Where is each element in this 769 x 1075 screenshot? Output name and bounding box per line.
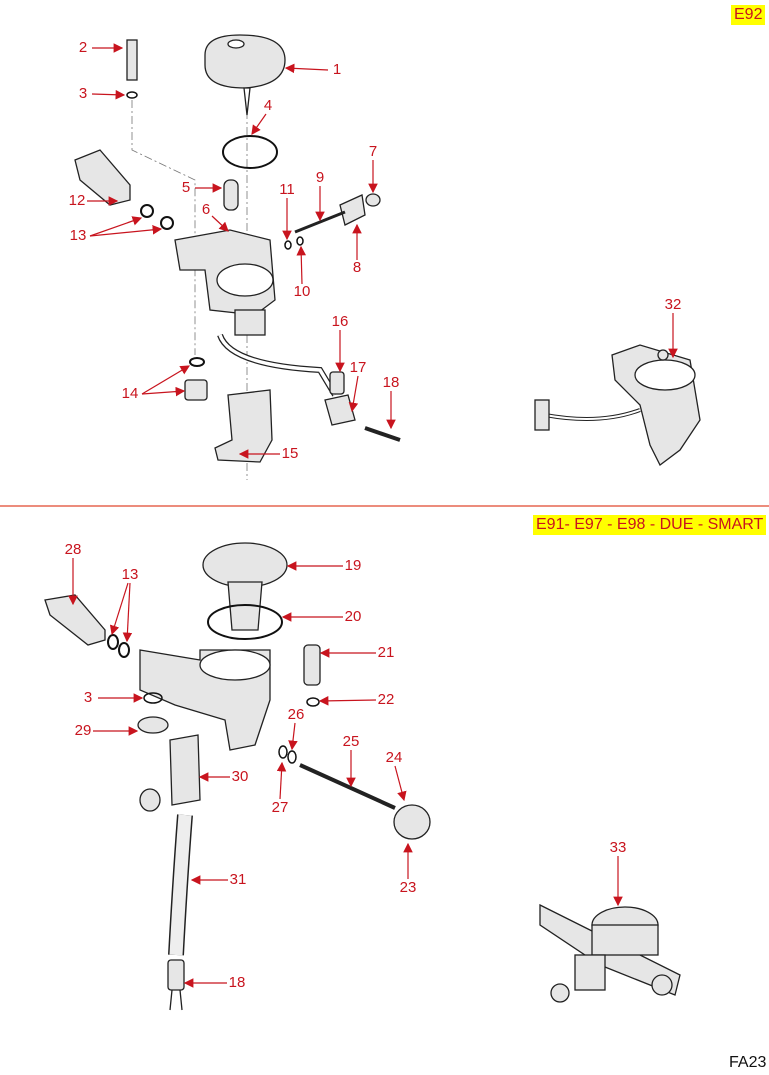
svg-text:25: 25 [343,733,360,750]
callout-8: 8 [352,223,362,276]
svg-text:13: 13 [122,566,139,583]
svg-text:17: 17 [350,359,367,376]
svg-text:5: 5 [182,179,190,196]
svg-text:14: 14 [122,385,139,402]
callout-16: 16 [332,313,349,373]
callout-14: 14 [122,365,191,402]
svg-text:15: 15 [282,445,299,462]
svg-text:23: 23 [400,879,417,896]
callout-3-bottom: 3 [84,689,144,706]
svg-text:32: 32 [665,296,682,313]
svg-text:19: 19 [345,557,362,574]
svg-text:6: 6 [202,201,210,218]
model-tag-e91-group: E91- E97 - E98 - DUE - SMART [533,515,767,535]
callout-26: 26 [288,706,305,751]
callout-31: 31 [190,871,247,888]
svg-text:18: 18 [229,974,246,991]
callout-17: 17 [348,359,367,413]
svg-text:13: 13 [70,227,87,244]
callout-15: 15 [238,445,299,462]
svg-text:22: 22 [378,691,395,708]
svg-text:11: 11 [279,181,295,198]
svg-text:30: 30 [232,768,249,785]
callout-10: 10 [294,245,311,300]
callout-24: 24 [386,749,407,802]
section-divider [0,505,769,507]
svg-text:18: 18 [383,374,400,391]
callout-20: 20 [281,608,362,625]
svg-text:16: 16 [332,313,349,330]
callout-18-bottom: 18 [183,974,246,991]
e92-parts-drawing [74,34,701,480]
callout-1: 1 [284,61,341,78]
callout-19: 19 [286,557,362,574]
svg-text:3: 3 [84,689,92,706]
svg-text:2: 2 [79,39,87,56]
callout-9: 9 [315,169,325,222]
svg-text:27: 27 [272,799,289,816]
page-code: FA23 [729,1054,767,1071]
svg-text:31: 31 [230,871,247,888]
svg-text:10: 10 [294,283,311,300]
callout-33: 33 [610,839,627,907]
svg-text:24: 24 [386,749,403,766]
svg-text:33: 33 [610,839,627,856]
svg-text:29: 29 [75,722,92,739]
svg-text:3: 3 [79,85,87,102]
callout-5: 5 [182,179,223,196]
svg-text:7: 7 [369,143,377,160]
svg-text:12: 12 [69,192,86,209]
svg-text:21: 21 [378,644,395,661]
svg-text:28: 28 [65,541,82,558]
svg-text:8: 8 [353,259,361,276]
callout-12: 12 [69,192,119,209]
svg-text:1: 1 [333,61,341,78]
svg-text:4: 4 [264,97,272,114]
callout-18-top: 18 [383,374,400,430]
callout-6: 6 [202,201,229,232]
callout-28: 28 [65,541,82,606]
callout-7: 7 [368,143,378,194]
callout-4: 4 [251,97,272,135]
svg-text:26: 26 [288,706,305,723]
callout-27: 27 [272,761,289,816]
callout-11: 11 [279,181,295,241]
svg-text:9: 9 [316,169,324,186]
callout-2: 2 [79,39,124,56]
callout-22: 22 [318,691,395,708]
svg-text:20: 20 [345,608,362,625]
e91-parts-drawing [44,542,681,1011]
callout-25: 25 [343,733,360,788]
model-tag-e92: E92 [731,5,766,25]
callout-13-top: 13 [70,216,163,244]
callout-23: 23 [400,842,417,896]
callout-32: 32 [665,296,682,359]
callout-13-bottom: 13 [109,566,139,643]
callout-21: 21 [319,644,395,661]
callout-29: 29 [75,722,139,739]
callout-30: 30 [198,768,249,785]
callout-3: 3 [79,85,126,102]
